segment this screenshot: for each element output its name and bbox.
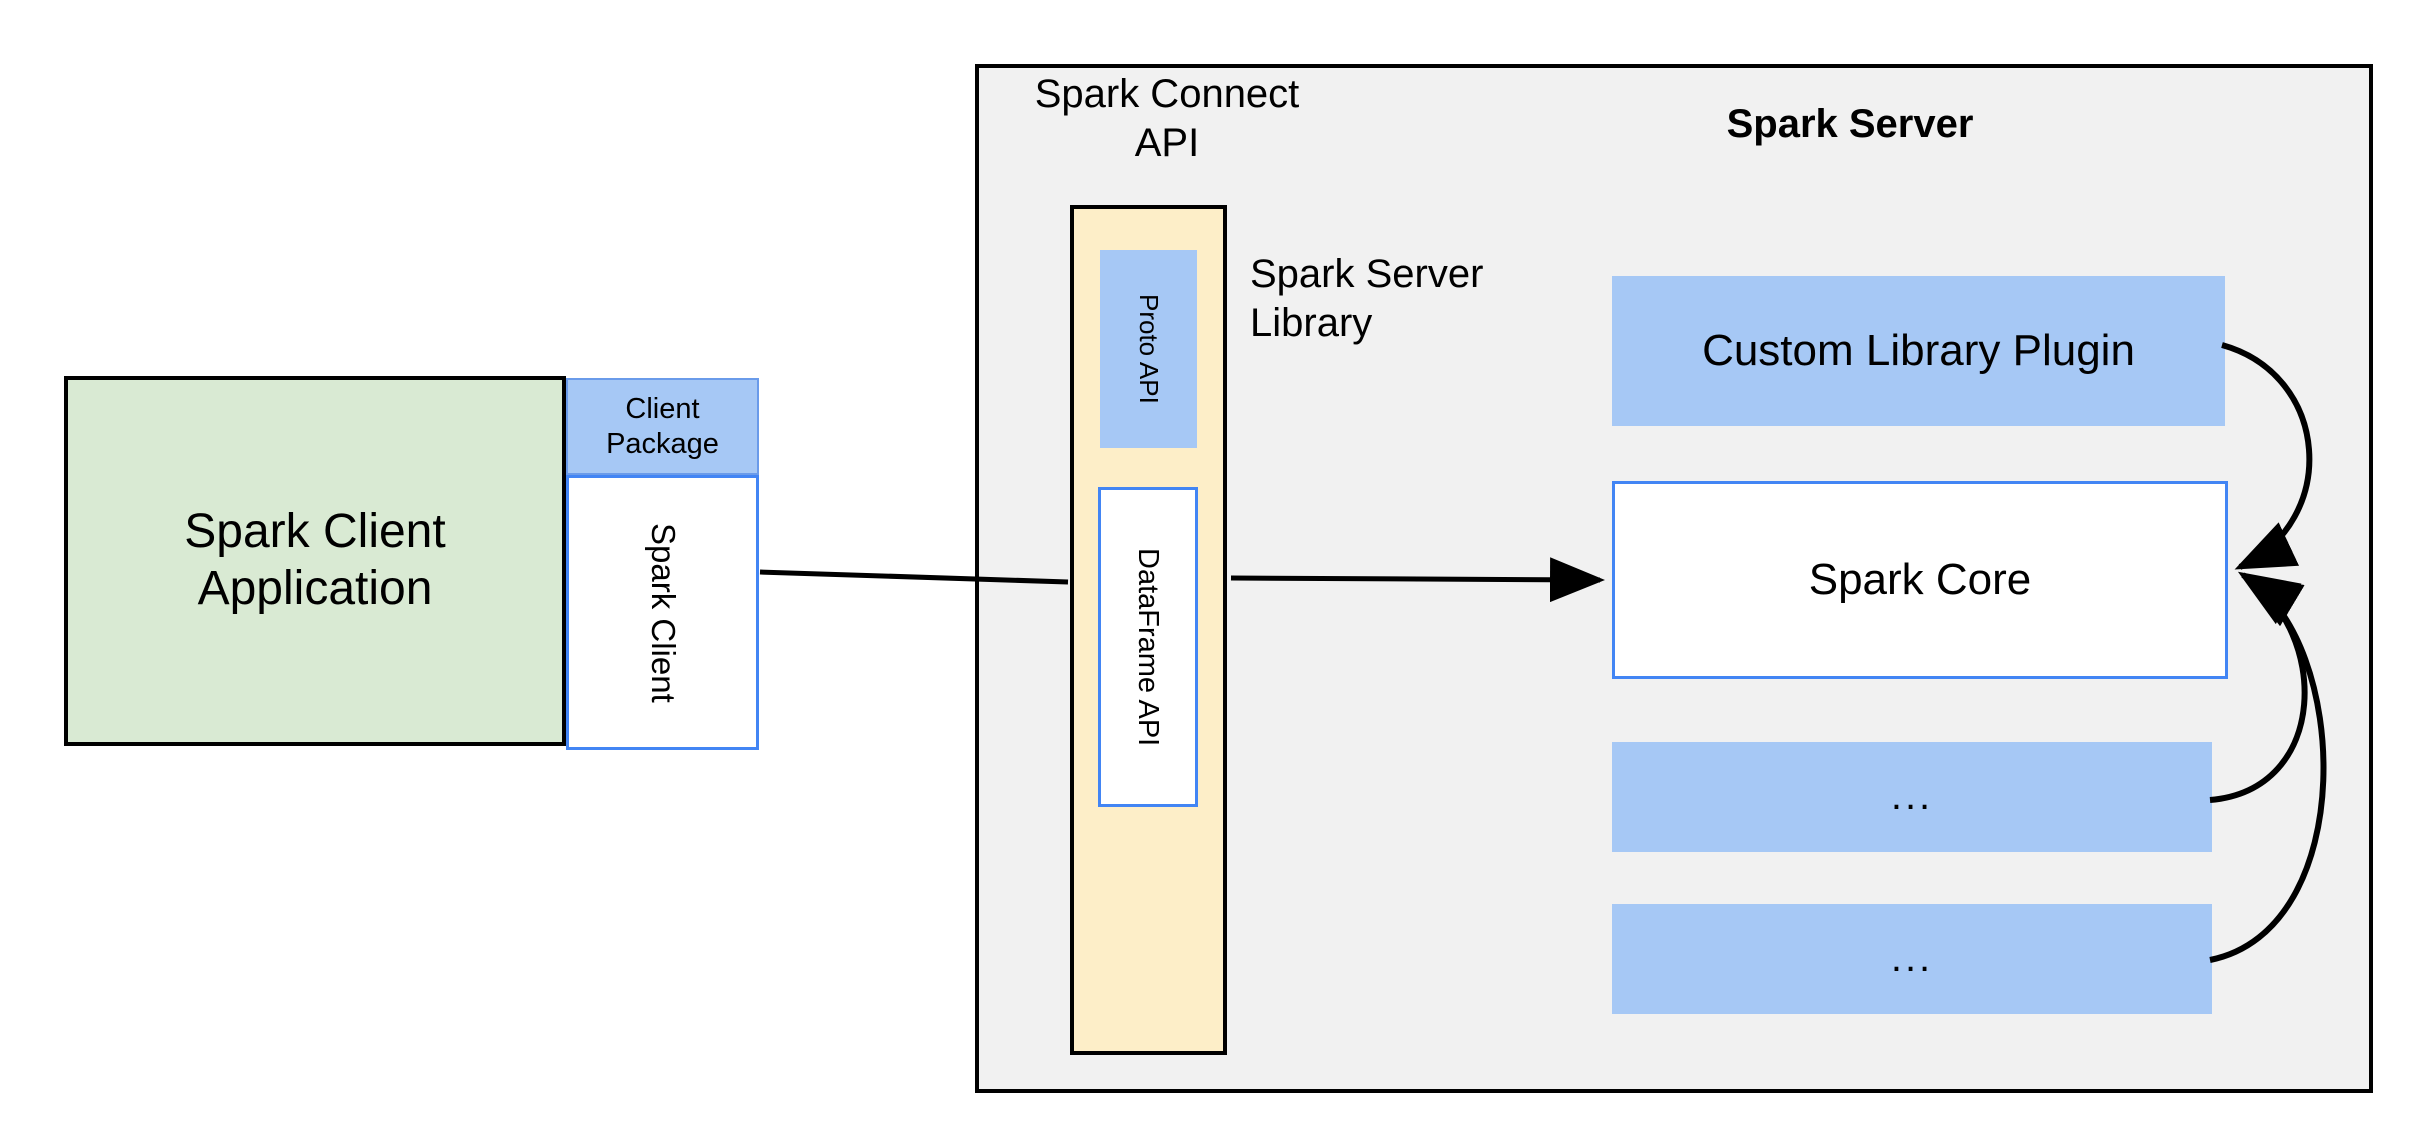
spark-client-box[interactable]: Spark Client [566, 475, 759, 750]
ellipsis-box-1[interactable]: ... [1612, 742, 2212, 852]
ellipsis-box-1-label: ... [1890, 774, 1934, 819]
ellipsis-box-2-label: ... [1890, 936, 1934, 981]
custom-library-plugin-box[interactable]: Custom Library Plugin [1612, 276, 2225, 426]
spark-connect-api-label: Spark Connect API [1034, 72, 1300, 165]
ellipsis-box-2[interactable]: ... [1612, 904, 2212, 1014]
spark-core-label: Spark Core [1808, 555, 2032, 605]
spark-core-box[interactable]: Spark Core [1612, 481, 2228, 679]
spark-client-application-box[interactable]: Spark Client Application [64, 376, 566, 746]
spark-server-title: Spark Server [1726, 102, 1974, 146]
custom-library-plugin-label: Custom Library Plugin [1702, 326, 2135, 376]
spark-client-label: Spark Client [644, 522, 682, 703]
dataframe-api-box[interactable]: DataFrame API [1098, 487, 1198, 807]
client-package-box[interactable]: Client Package [566, 378, 759, 475]
client-package-label: Client Package [606, 393, 719, 460]
dataframe-api-label: DataFrame API [1132, 547, 1165, 747]
spark-client-application-label: Spark Client Application [184, 505, 446, 615]
proto-api-label: Proto API [1133, 294, 1164, 404]
proto-api-box[interactable]: Proto API [1100, 250, 1197, 448]
spark-server-library-label: Spark Server Library [1250, 252, 1484, 345]
